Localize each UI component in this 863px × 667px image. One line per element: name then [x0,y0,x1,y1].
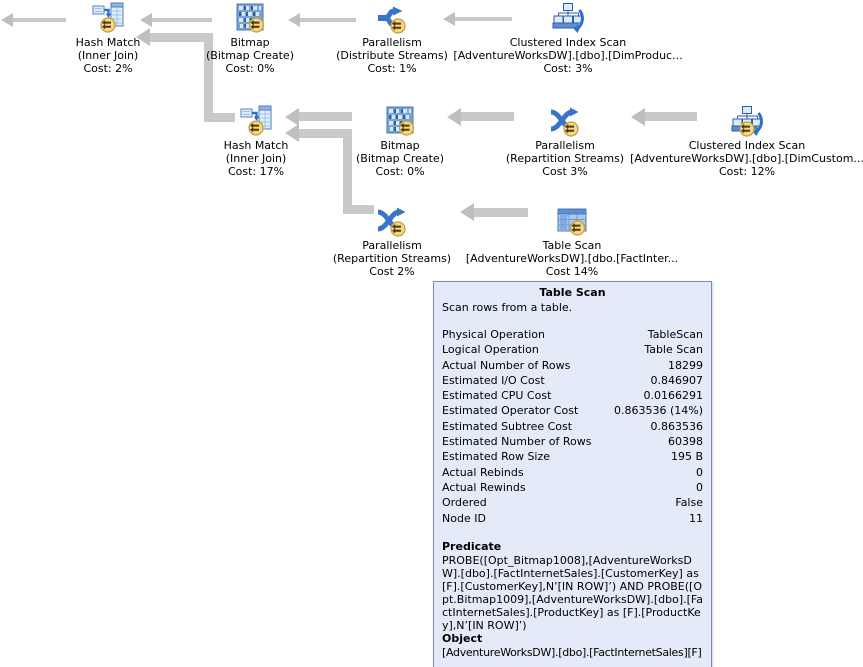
node-cost: Cost: 12% [718,165,776,178]
node-table-scan[interactable]: Table Scan [AdventureWorksDW].[dbo.[Fact… [466,205,678,278]
node-subtitle: (Distribute Streams) [336,49,448,62]
node-hash-match-1[interactable]: Hash Match (Inner Join) Cost: 2% [8,2,208,75]
node-clustered-index-scan-dimcustomer[interactable]: Clustered Index Scan [AdventureWorksDW].… [630,105,863,178]
parallelism-distribute-icon[interactable] [376,2,408,34]
node-cost: Cost 2% [369,265,415,278]
node-subtitle: (Bitmap Create) [206,49,294,62]
node-title: Bitmap [230,36,270,49]
node-title: Table Scan [542,239,602,252]
tooltip-object-label: Object [442,631,483,645]
node-subtitle: (Inner Join) [225,152,287,165]
tooltip-description: Scan rows from a table. [442,301,573,314]
node-cost: Cost 3% [542,165,588,178]
node-clustered-index-scan-dimproduct[interactable]: Clustered Index Scan [AdventureWorksDW].… [453,2,683,75]
parallelism-repartition-icon[interactable] [376,205,408,237]
operator-tooltip: Table Scan Scan rows from a table. Physi… [433,281,712,667]
node-hash-match-2[interactable]: Hash Match (Inner Join) Cost: 17% [156,105,356,178]
node-cost: Cost: 1% [367,62,417,75]
node-title: Clustered Index Scan [688,139,806,152]
node-parallelism-repartition-3[interactable]: Parallelism (Repartition Streams) Cost 2… [292,205,492,278]
node-cost: Cost 14% [545,265,599,278]
parallelism-repartition-icon[interactable] [549,105,581,137]
node-title: Hash Match [75,36,141,49]
node-title: Bitmap [380,139,420,152]
node-subtitle: [AdventureWorksDW].[dbo].[DimProduc... [453,49,683,62]
tooltip-object-text: [AdventureWorksDW].[dbo].[FactInternetSa… [442,645,702,659]
node-cost: Cost: 0% [225,62,275,75]
table-scan-icon[interactable] [556,205,588,237]
node-title: Parallelism [535,139,595,152]
hash-match-icon[interactable] [240,105,272,137]
node-subtitle: (Bitmap Create) [356,152,444,165]
node-title: Clustered Index Scan [509,36,627,49]
bitmap-icon[interactable] [384,105,416,137]
clustered-index-scan-icon[interactable] [552,2,584,34]
node-cost: Cost: 0% [375,165,425,178]
node-cost: Cost: 3% [543,62,593,75]
tooltip-title: Table Scan [539,286,606,299]
node-title: Parallelism [362,239,422,252]
tooltip-predicate-text: PROBE([Opt_Bitmap1008],[AdventureWorksDW… [442,553,703,632]
clustered-index-scan-icon[interactable] [731,105,763,137]
node-subtitle: [AdventureWorksDW].[dbo.[FactInter... [465,252,679,265]
node-subtitle: (Repartition Streams) [332,252,452,265]
node-parallelism-distribute[interactable]: Parallelism (Distribute Streams) Cost: 1… [292,2,492,75]
tooltip-predicate-label: Predicate [442,539,502,553]
node-title: Parallelism [362,36,422,49]
bitmap-icon[interactable] [234,2,266,34]
node-subtitle: [AdventureWorksDW].[dbo].[DimCustom... [630,152,863,165]
node-cost: Cost: 17% [227,165,285,178]
node-title: Hash Match [223,139,289,152]
node-bitmap-2[interactable]: Bitmap (Bitmap Create) Cost: 0% [300,105,500,178]
node-bitmap-1[interactable]: Bitmap (Bitmap Create) Cost: 0% [150,2,350,75]
node-cost: Cost: 2% [83,62,133,75]
node-parallelism-repartition-2[interactable]: Parallelism (Repartition Streams) Cost 3… [465,105,665,178]
node-subtitle: (Repartition Streams) [505,152,625,165]
node-subtitle: (Inner Join) [77,49,139,62]
hash-match-icon[interactable] [92,2,124,34]
